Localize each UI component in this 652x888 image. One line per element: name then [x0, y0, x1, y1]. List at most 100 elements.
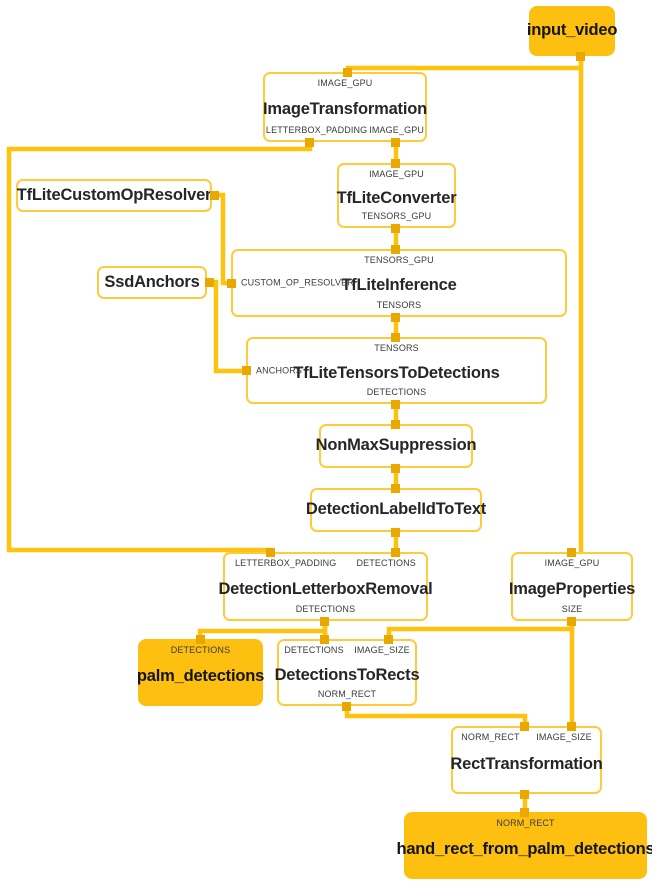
node-image-transformation[interactable]: IMAGE_GPU ImageTransformation LETTERBOX_… — [263, 72, 427, 142]
port-label-image-gpu-in: IMAGE_GPU — [544, 558, 600, 568]
port-row-outputs: LETTERBOX_PADDING IMAGE_GPU — [265, 126, 425, 135]
port-row-outputs: SIZE — [513, 605, 631, 614]
port-stub-detections-to-rects-detections-in — [320, 635, 329, 644]
node-title: TfLiteCustomOpResolver — [16, 185, 212, 204]
port-row-inputs: NORM_RECT — [406, 819, 645, 828]
node-tflite-converter[interactable]: IMAGE_GPU TfLiteConverter TENSORS_GPU — [336, 163, 457, 228]
node-detection-label-id-to-text[interactable]: DetectionLabelIdToText — [306, 488, 486, 532]
node-title: palm_detections — [136, 667, 265, 686]
port-stub-tflite-inference-out — [391, 313, 400, 322]
node-ssd-anchors[interactable]: SsdAnchors — [97, 266, 207, 299]
node-title: RectTransformation — [450, 754, 603, 773]
port-label-tensors-gpu-out: TENSORS_GPU — [361, 211, 432, 221]
port-stub-detection-label-id-to-text-in — [391, 484, 400, 493]
node-detections-to-rects[interactable]: DETECTIONS IMAGE_SIZE DetectionsToRects … — [274, 639, 420, 706]
port-label-image-gpu-in: IMAGE_GPU — [369, 169, 424, 179]
port-stub-tflite-inference-side-in — [227, 279, 236, 288]
port-stub-non-max-suppression-out — [391, 464, 400, 473]
port-stub-tensors-to-detections-out — [391, 400, 400, 409]
port-label-detections-out: DETECTIONS — [295, 604, 356, 614]
port-stub-image-properties-in — [567, 548, 576, 557]
port-stub-image-transformation-in — [343, 68, 352, 77]
port-label-norm-rect-in: NORM_RECT — [496, 818, 555, 828]
port-stub-detections-to-rects-out — [342, 702, 351, 711]
port-stub-letterbox-removal-detections-in — [391, 548, 400, 557]
edge-image-properties-to-detections-to-rects — [386, 619, 575, 641]
node-title: TfLiteTensorsToDetections — [293, 363, 500, 382]
port-stub-tflite-converter-in — [391, 159, 400, 168]
edge-detection-letterbox-removal-to-palm-detections — [197, 619, 328, 641]
port-row-inputs: LETTERBOX_PADDING DETECTIONS — [225, 559, 426, 568]
node-title: hand_rect_from_palm_detections — [396, 840, 652, 859]
edge-tflite-custom-op-resolver-to-tflite-inference — [214, 192, 229, 286]
port-row-outputs: DETECTIONS — [225, 605, 426, 614]
port-label-tensors-in: TENSORS — [374, 343, 419, 353]
node-hand-rect-from-palm-detections[interactable]: NORM_RECT hand_rect_from_palm_detections — [396, 812, 652, 879]
port-label-letterbox-padding-in: LETTERBOX_PADDING — [235, 558, 337, 568]
port-label-norm-rect-out: NORM_RECT — [317, 689, 377, 699]
port-row-inputs: DETECTIONS — [140, 646, 261, 655]
node-rect-transformation[interactable]: NORM_RECT IMAGE_SIZE RectTransformation — [450, 726, 603, 794]
node-image-properties[interactable]: IMAGE_GPU ImageProperties SIZE — [508, 552, 636, 621]
port-stub-hand-rect-in — [520, 808, 529, 817]
port-label-detections-in: DETECTIONS — [284, 645, 344, 655]
port-row-outputs: TENSORS_GPU — [339, 212, 454, 221]
port-row-inputs: IMAGE_GPU — [339, 170, 454, 179]
port-stub-rect-transformation-out — [520, 790, 529, 799]
port-row-inputs: NORM_RECT IMAGE_SIZE — [453, 733, 600, 742]
port-stub-rect-transformation-image-size-in — [567, 722, 576, 731]
port-stub-letterbox-padding-out — [305, 138, 314, 147]
port-label-size-out: SIZE — [561, 604, 583, 614]
port-row-outputs: DETECTIONS — [248, 388, 545, 397]
port-label-detections-out: DETECTIONS — [366, 387, 427, 397]
port-label-tensors-out: TENSORS — [376, 300, 422, 310]
port-stub-tflite-inference-in — [391, 245, 400, 254]
node-title: DetectionsToRects — [274, 665, 420, 684]
node-title: ImageTransformation — [263, 100, 427, 119]
node-title: DetectionLetterboxRemoval — [218, 579, 433, 598]
port-stub-detections-to-rects-image-size-in — [384, 635, 393, 644]
port-stub-image-gpu-out — [391, 138, 400, 147]
port-stub-letterbox-removal-padding-in — [266, 548, 275, 557]
node-palm-detections[interactable]: DETECTIONS palm_detections — [136, 639, 265, 706]
node-tflite-tensors-to-detections[interactable]: TENSORS TfLiteTensorsToDetections ANCHOR… — [246, 337, 547, 404]
port-stub-ssd-anchors-out — [205, 278, 214, 287]
port-row-inputs: TENSORS — [248, 344, 545, 353]
port-label-tensors-gpu-in: TENSORS_GPU — [364, 255, 434, 265]
node-title: SsdAnchors — [104, 272, 200, 291]
port-row-outputs: TENSORS — [233, 301, 565, 310]
port-stub-image-properties-out — [567, 617, 576, 626]
port-stub-letterbox-removal-out — [320, 617, 329, 626]
port-label-custom-op-resolver-in: CUSTOM_OP_RESOLVER — [241, 277, 354, 288]
edge-detections-to-rects-to-rect-transformation — [344, 704, 528, 728]
port-label-image-size-in: IMAGE_SIZE — [354, 645, 410, 655]
node-non-max-suppression[interactable]: NonMaxSuppression — [316, 424, 477, 468]
port-label-image-gpu-out: IMAGE_GPU — [369, 125, 425, 135]
port-label-image-gpu-in: IMAGE_GPU — [317, 78, 373, 88]
node-detection-letterbox-removal[interactable]: LETTERBOX_PADDING DETECTIONS DetectionLe… — [218, 552, 433, 621]
node-title: TfLiteConverter — [336, 188, 457, 207]
port-label-detections-in: DETECTIONS — [356, 558, 416, 568]
port-stub-tflite-converter-out — [391, 224, 400, 233]
port-stub-detection-label-id-to-text-out — [391, 528, 400, 537]
port-label-image-size-in: IMAGE_SIZE — [536, 732, 592, 742]
port-stub-tensors-to-detections-in — [391, 333, 400, 342]
node-title: input_video — [526, 21, 618, 40]
port-label-anchors-in: ANCHORS — [256, 365, 303, 375]
node-title: TfLiteInference — [341, 276, 457, 295]
port-label-norm-rect-in: NORM_RECT — [461, 732, 520, 742]
port-label-letterbox-padding-out: LETTERBOX_PADDING — [265, 125, 368, 135]
port-row-inputs: DETECTIONS IMAGE_SIZE — [279, 646, 415, 655]
node-input-video[interactable]: input_video — [526, 6, 618, 56]
node-tflite-inference[interactable]: TENSORS_GPU TfLiteInference CUSTOM_OP_RE… — [231, 249, 567, 317]
port-stub-input-video-out — [576, 52, 585, 61]
port-label-detections-in: DETECTIONS — [170, 645, 231, 655]
port-row-inputs: IMAGE_GPU — [265, 79, 425, 88]
node-tflite-custom-op-resolver[interactable]: TfLiteCustomOpResolver — [16, 179, 212, 212]
port-stub-tflite-custom-op-resolver-out — [210, 191, 219, 200]
port-stub-rect-transformation-norm-rect-in — [520, 722, 529, 731]
port-row-inputs: IMAGE_GPU — [513, 559, 631, 568]
port-row-inputs: TENSORS_GPU — [233, 256, 565, 265]
node-title: DetectionLabelIdToText — [305, 500, 487, 519]
node-title: ImageProperties — [508, 579, 636, 598]
